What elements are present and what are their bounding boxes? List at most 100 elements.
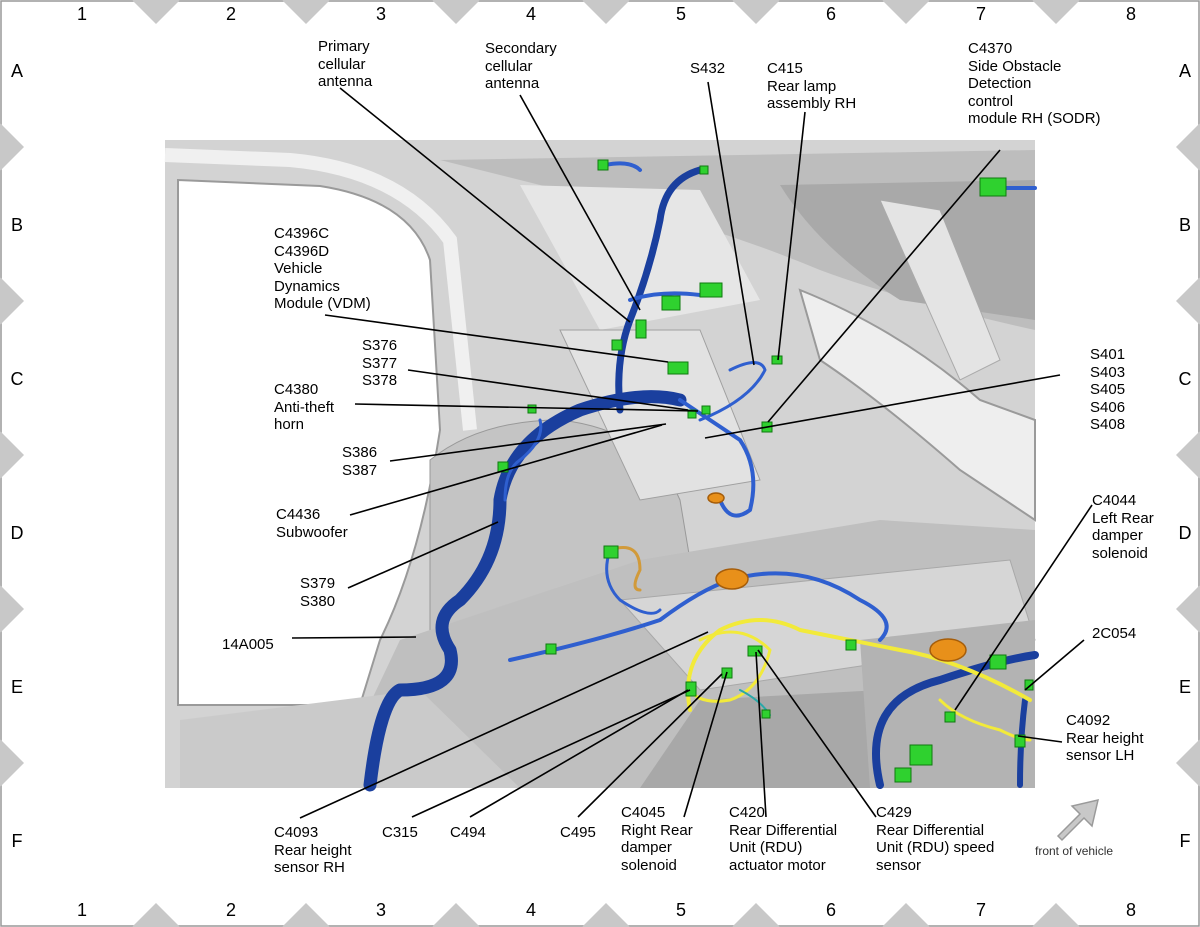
grid-tick-left	[0, 585, 24, 633]
grid-column-label: 6	[826, 4, 836, 24]
callout-leader	[954, 504, 1093, 711]
grid-row-label: C	[11, 369, 24, 389]
grid-column-label: 5	[676, 900, 686, 920]
grid-row-label: E	[11, 677, 23, 697]
grid-row-label: F	[1180, 831, 1191, 851]
grid-column-label: 4	[526, 900, 536, 920]
label-s376: S376 S377 S378	[362, 337, 398, 389]
grid-tick-top	[882, 0, 930, 24]
callout-leader	[755, 651, 767, 818]
callout-leader	[291, 636, 417, 639]
wiring-harness	[363, 161, 1039, 792]
callout-leader	[349, 424, 663, 516]
callout-leader	[777, 111, 806, 361]
grid-tick-left	[0, 277, 24, 325]
grid-column-label: 7	[976, 4, 986, 24]
grid-row-label: D	[1179, 523, 1192, 543]
grid-column-label: 8	[1126, 900, 1136, 920]
grid-tick-right	[1176, 585, 1200, 633]
grid-tick-right	[1176, 739, 1200, 787]
grid-row-label: E	[1179, 677, 1191, 697]
grid-column-label: 7	[976, 900, 986, 920]
grid-column-label: 3	[376, 4, 386, 24]
grid-column-label: 1	[77, 900, 87, 920]
callout-leader	[767, 149, 1001, 423]
grid-row-label: B	[11, 215, 23, 235]
grid-tick-left	[0, 123, 24, 171]
label-c495: C495	[560, 824, 596, 841]
grid-row-label: A	[11, 61, 23, 81]
label-c4380: C4380 Anti-theft horn	[274, 381, 335, 433]
label-c429: C429 Rear Differential Unit (RDU) speed …	[876, 804, 995, 874]
label-c315: C315	[382, 824, 418, 841]
callout-leader	[407, 369, 689, 411]
grid-tick-bottom	[582, 903, 630, 927]
label-c420: C420 Rear Differential Unit (RDU) actuat…	[729, 804, 838, 874]
callout-leader	[389, 423, 667, 462]
grid-tick-top	[432, 0, 480, 24]
grid-tick-top	[582, 0, 630, 24]
label-c4092: C4092 Rear height sensor LH	[1066, 712, 1144, 764]
callout-leader	[324, 314, 669, 363]
label-c4045: C4045 Right Rear damper solenoid	[621, 804, 693, 874]
label-c4370: C4370 Side Obstacle Detection control mo…	[968, 40, 1101, 127]
label-c494: C494	[450, 824, 486, 841]
front-arrow-icon	[1056, 798, 1100, 842]
label-2c054: 2C054	[1092, 625, 1137, 642]
grid-column-label: 1	[77, 4, 87, 24]
grid-tick-left	[0, 739, 24, 787]
callout-leader	[683, 671, 728, 818]
grid-tick-top	[732, 0, 780, 24]
callout-leader	[411, 689, 691, 818]
grid-tick-bottom	[432, 903, 480, 927]
callout-leader	[1017, 735, 1063, 743]
vehicle-body-illustration	[164, 140, 1036, 788]
grid-tick-bottom	[1032, 903, 1080, 927]
grid-column-label: 2	[226, 4, 236, 24]
grid-tick-top	[132, 0, 180, 24]
label-s401: S401 S403 S405 S406 S408	[1090, 346, 1126, 433]
grid-row-label: B	[1179, 215, 1191, 235]
callout-leader	[354, 403, 699, 412]
callout-leader	[704, 374, 1061, 439]
grid-tick-right	[1176, 123, 1200, 171]
label-c4436: C4436 Subwoofer	[276, 506, 348, 541]
grid-tick-bottom	[882, 903, 930, 927]
label-secondary-cellular-antenna: Secondary cellular antenna	[485, 40, 557, 92]
grid-column-label: 4	[526, 4, 536, 24]
grid-column-label: 5	[676, 4, 686, 24]
callout-leader	[299, 631, 709, 819]
grommet-markers	[707, 492, 967, 662]
grid-tick-left	[0, 431, 24, 479]
grid-column-label: 6	[826, 900, 836, 920]
grid-tick-right	[1176, 277, 1200, 325]
callout-leader	[707, 81, 755, 366]
callout-leader	[339, 87, 631, 323]
callout-leader	[757, 649, 877, 818]
grid-column-label: 8	[1126, 4, 1136, 24]
grid-column-label: 3	[376, 900, 386, 920]
label-c4093: C4093 Rear height sensor RH	[274, 824, 352, 876]
grid-tick-bottom	[132, 903, 180, 927]
front-of-vehicle-label: front of vehicle	[1035, 844, 1114, 858]
grid-tick-bottom	[282, 903, 330, 927]
label-14a005: 14A005	[222, 636, 274, 653]
grid-tick-top	[1032, 0, 1080, 24]
callout-leader-lines	[291, 81, 1093, 819]
label-c4396: C4396C C4396D Vehicle Dynamics Module (V…	[274, 225, 371, 312]
connector-markers	[497, 159, 1034, 783]
label-s432: S432	[690, 60, 726, 77]
grid-tick-right	[1176, 431, 1200, 479]
grid-row-label: F	[12, 831, 23, 851]
grid-row-label: C	[1179, 369, 1192, 389]
callout-leader	[1024, 639, 1085, 691]
callout-leader	[519, 94, 641, 311]
label-s386: S386 S387	[342, 444, 378, 479]
label-primary-cellular-antenna: Primary cellular antenna	[318, 38, 373, 90]
label-s379: S379 S380	[300, 575, 336, 610]
callout-leader	[577, 673, 723, 818]
label-c4044: C4044 Left Rear damper solenoid	[1092, 492, 1154, 562]
callout-leader	[347, 521, 499, 589]
